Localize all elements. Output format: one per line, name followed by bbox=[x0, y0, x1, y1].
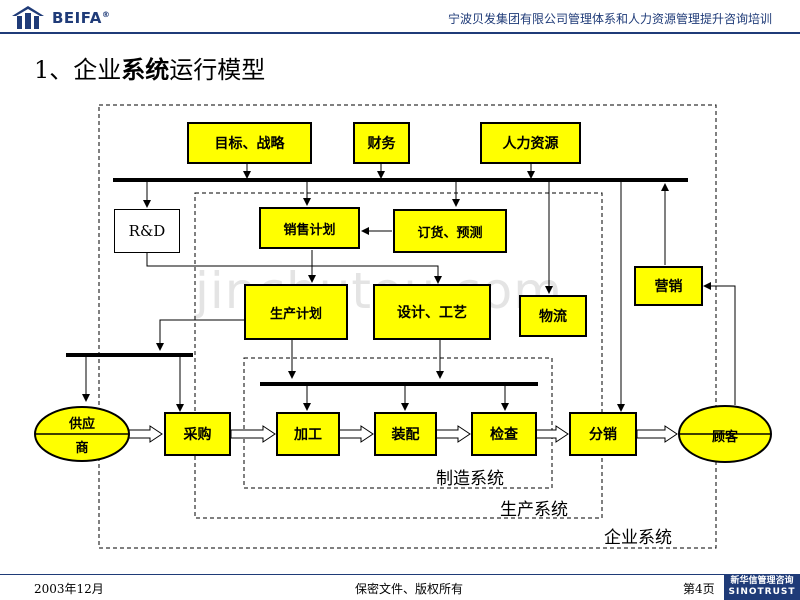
order-forecast-box: 订货、预测 bbox=[393, 209, 507, 253]
processing-box: 加工 bbox=[276, 412, 340, 456]
company-title: 宁波贝发集团有限公司管理体系和人力资源管理提升咨询培训 bbox=[447, 12, 772, 26]
footer-date: 2003年12月 bbox=[34, 582, 104, 596]
brand-name: BEIFA® bbox=[52, 9, 111, 27]
page-number: 第4页 bbox=[683, 582, 715, 596]
house-logo-icon bbox=[12, 6, 44, 29]
footer-confidential: 保密文件、版权所有 bbox=[355, 582, 464, 596]
brand-logo bbox=[8, 4, 48, 30]
distribution-box: 分销 bbox=[569, 412, 637, 456]
supplier-label-top: 供应 bbox=[68, 417, 95, 432]
hr-box: 人力资源 bbox=[480, 122, 581, 164]
production-plan-box: 生产计划 bbox=[244, 284, 348, 340]
inspection-box: 检查 bbox=[471, 412, 537, 456]
sinotrust-logo: 新华信管理咨询 SINOTRUST bbox=[724, 575, 800, 600]
design-process-box: 设计、工艺 bbox=[373, 284, 491, 340]
page-title: 1、企业系统运行模型 bbox=[34, 56, 266, 84]
supplier-label-bottom: 商 bbox=[75, 441, 89, 456]
goals-strategy-box: 目标、战略 bbox=[187, 122, 312, 164]
enterprise-system-label: 企业系统 bbox=[604, 528, 672, 548]
manufacturing-system-label: 制造系统 bbox=[436, 469, 504, 489]
footer-rule bbox=[0, 574, 800, 575]
assembly-box: 装配 bbox=[374, 412, 437, 456]
rnd-box: R&D bbox=[114, 209, 180, 253]
procurement-box: 采购 bbox=[164, 412, 231, 456]
finance-box: 财务 bbox=[353, 122, 410, 164]
customer-label: 顾客 bbox=[711, 430, 738, 445]
header-rule bbox=[0, 32, 800, 34]
marketing-box: 营销 bbox=[634, 266, 703, 306]
production-system-label: 生产系统 bbox=[500, 500, 568, 520]
sales-plan-box: 销售计划 bbox=[259, 207, 360, 249]
logistics-box: 物流 bbox=[519, 295, 587, 337]
